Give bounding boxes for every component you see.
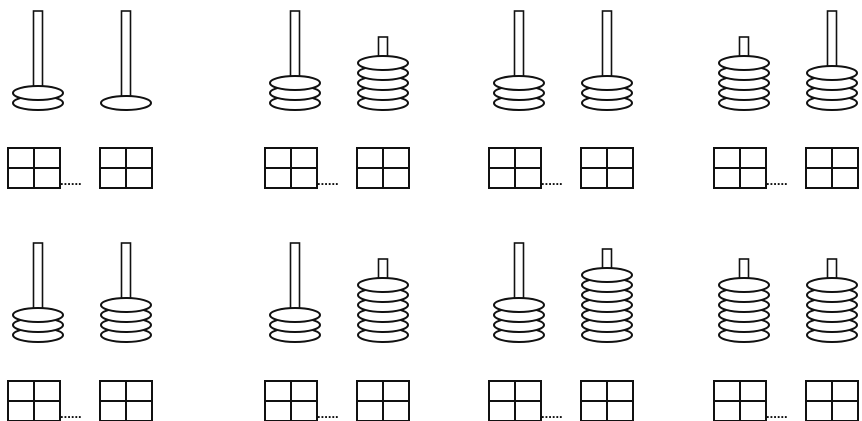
abacus-rod-tens [493, 10, 545, 111]
abacus-bead [269, 307, 321, 323]
abacus-rod-ones [357, 258, 409, 343]
abacus-rod-ones [806, 10, 858, 111]
abacus-rod [32, 10, 44, 94]
abacus-exercise: ...... [713, 10, 859, 189]
answer-box[interactable] [713, 147, 767, 189]
answer-box[interactable] [805, 380, 859, 421]
abacus-exercise: ...... [488, 10, 634, 189]
abacus-exercise: ...... [7, 242, 153, 421]
abacus-bead [718, 55, 770, 71]
answer-dotted-line: ...... [766, 173, 788, 188]
abacus-rod-ones [806, 258, 858, 343]
answer-dotted-line: ...... [541, 406, 563, 421]
abacus-bead [269, 75, 321, 91]
abacus-bead [806, 65, 858, 81]
answer-box[interactable] [99, 380, 153, 421]
abacus-rod-tens [269, 10, 321, 111]
abacus-rod-tens [12, 242, 64, 343]
answer-box[interactable] [580, 380, 634, 421]
answer-box[interactable] [7, 380, 61, 421]
abacus-rod-tens [718, 36, 770, 111]
answer-dotted-line: ...... [317, 173, 339, 188]
abacus-rod-ones [581, 248, 633, 343]
answer-box[interactable] [580, 147, 634, 189]
abacus-rod-ones [357, 36, 409, 111]
answer-box[interactable] [356, 147, 410, 189]
abacus-rod-tens [718, 258, 770, 343]
abacus-exercise: ...... [7, 10, 153, 189]
abacus-rod [120, 242, 132, 306]
abacus-rod-ones [100, 10, 152, 111]
answer-dotted-line: ...... [60, 173, 82, 188]
abacus-bead [357, 277, 409, 293]
abacus-rod [513, 242, 525, 306]
answer-box[interactable] [488, 147, 542, 189]
abacus-exercise: ...... [488, 242, 634, 421]
answer-box[interactable] [805, 147, 859, 189]
abacus-bead [581, 267, 633, 283]
abacus-bead [12, 307, 64, 323]
abacus-rod-ones [100, 242, 152, 343]
abacus-rod [289, 10, 301, 84]
abacus-exercise: ...... [264, 10, 410, 189]
abacus-bead [100, 95, 152, 111]
abacus-bead [581, 75, 633, 91]
answer-dotted-line: ...... [766, 406, 788, 421]
answer-box[interactable] [356, 380, 410, 421]
abacus-rod-tens [12, 10, 64, 111]
abacus-rod [826, 10, 838, 74]
answer-dotted-line: ...... [541, 173, 563, 188]
abacus-rod-tens [493, 242, 545, 343]
abacus-bead [718, 277, 770, 293]
abacus-bead [806, 277, 858, 293]
abacus-rod-tens [269, 242, 321, 343]
answer-box[interactable] [264, 380, 318, 421]
abacus-exercise: ...... [713, 258, 859, 421]
answer-box[interactable] [7, 147, 61, 189]
abacus-rod-ones [581, 10, 633, 111]
answer-box[interactable] [99, 147, 153, 189]
answer-box[interactable] [713, 380, 767, 421]
answer-box[interactable] [488, 380, 542, 421]
abacus-rod [32, 242, 44, 316]
abacus-exercise: ...... [264, 242, 410, 421]
answer-dotted-line: ...... [60, 406, 82, 421]
abacus-rod [289, 242, 301, 316]
abacus-bead [357, 55, 409, 71]
abacus-bead [493, 75, 545, 91]
answer-dotted-line: ...... [317, 406, 339, 421]
abacus-rod [601, 10, 613, 84]
abacus-bead [12, 85, 64, 101]
answer-box[interactable] [264, 147, 318, 189]
abacus-rod [120, 10, 132, 104]
abacus-rod [513, 10, 525, 84]
abacus-bead [100, 297, 152, 313]
abacus-bead [493, 297, 545, 313]
